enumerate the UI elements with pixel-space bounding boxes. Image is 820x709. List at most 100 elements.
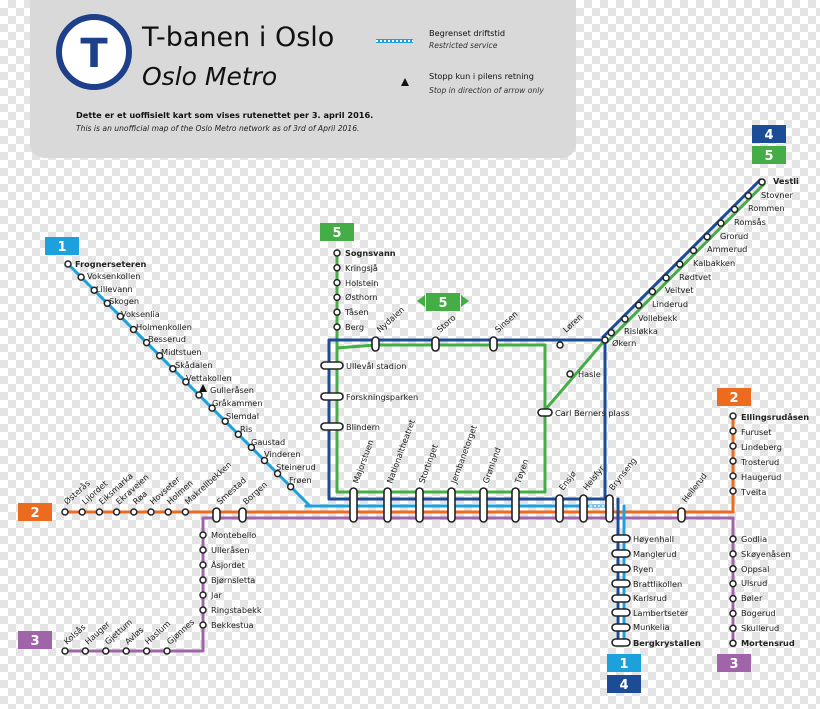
station-dot-avloes[interactable] xyxy=(122,647,130,655)
station-carl-berner[interactable] xyxy=(537,408,553,417)
station-dot-oppsal[interactable] xyxy=(729,565,737,573)
station-toyen[interactable] xyxy=(511,487,520,523)
station-brynseng[interactable] xyxy=(605,494,614,523)
station-dot-hasle[interactable] xyxy=(566,370,574,378)
station-ulleval[interactable] xyxy=(320,361,344,370)
station-dot-tveita[interactable] xyxy=(729,487,737,495)
station-dot-loren[interactable] xyxy=(556,341,564,349)
station-gronland[interactable] xyxy=(479,487,488,523)
station-dot-ringstabekk[interactable] xyxy=(199,606,207,614)
station-borgen[interactable] xyxy=(238,507,247,523)
station-dot-bekkestua[interactable] xyxy=(199,621,207,629)
station-dot-bjornsletta[interactable] xyxy=(199,576,207,584)
station-hoyenhall[interactable] xyxy=(611,534,631,543)
station-dot-haugerud[interactable] xyxy=(729,472,737,480)
station-dot-risloekka[interactable] xyxy=(607,328,616,337)
station-dot-steinerud[interactable] xyxy=(273,469,282,478)
station-lambertseter[interactable] xyxy=(611,608,631,617)
station-stortinget[interactable] xyxy=(415,487,424,523)
station-dot-gjettum[interactable] xyxy=(102,647,110,655)
station-dot-vollebekk[interactable] xyxy=(621,315,629,323)
station-majorstuen[interactable] xyxy=(349,487,358,523)
station-dot-slemdal[interactable] xyxy=(221,417,229,425)
station-dot-skogen[interactable] xyxy=(103,299,112,308)
station-dot-vettakollen[interactable] xyxy=(182,378,190,386)
station-dot-holstein[interactable] xyxy=(333,278,341,287)
station-dot-bogerud[interactable] xyxy=(729,609,737,618)
station-dot-romsas[interactable] xyxy=(717,219,725,227)
station-dot-jar[interactable] xyxy=(199,591,207,599)
station-dot-boler[interactable] xyxy=(729,594,737,603)
station-manglerud[interactable] xyxy=(611,549,631,558)
station-helsfyr[interactable] xyxy=(579,494,588,523)
station-nydalen[interactable] xyxy=(371,336,380,352)
station-dot-kringsja[interactable] xyxy=(333,264,341,272)
station-dot-roa[interactable] xyxy=(130,508,138,516)
station-dot-ellingsrudasen[interactable] xyxy=(729,412,737,420)
station-dot-furuset[interactable] xyxy=(729,427,737,435)
station-dot-gjonnes[interactable] xyxy=(163,647,171,655)
station-dot-stovner[interactable] xyxy=(744,191,753,200)
station-karlsrud[interactable] xyxy=(611,594,631,603)
station-dot-vestli[interactable] xyxy=(758,178,766,186)
station-dot-okern[interactable] xyxy=(601,336,609,344)
station-dot-ostshorn[interactable] xyxy=(333,293,341,302)
station-dot-montebello[interactable] xyxy=(199,531,207,539)
station-dot-gaustad[interactable] xyxy=(247,443,256,452)
station-dot-hauger[interactable] xyxy=(81,647,90,655)
station-dot-rommen[interactable] xyxy=(730,205,739,214)
station-sinsen[interactable] xyxy=(489,336,498,352)
station-hellerud[interactable] xyxy=(677,507,686,523)
station-dot-sognsvann[interactable] xyxy=(333,249,341,257)
station-dot-skoyenasen[interactable] xyxy=(729,550,737,558)
station-dot-ulleraasen[interactable] xyxy=(199,546,207,554)
station-ensjo[interactable] xyxy=(555,494,564,523)
station-dot-gulleraasen[interactable] xyxy=(195,391,203,399)
station-dot-skullerud[interactable] xyxy=(729,624,737,633)
station-dot-ris[interactable] xyxy=(234,430,243,439)
station-dot-haslum[interactable] xyxy=(142,647,151,655)
station-dot-lindeberg[interactable] xyxy=(729,442,737,450)
station-dot-rodtvet[interactable] xyxy=(662,274,670,282)
station-dot-ostaras[interactable] xyxy=(61,508,69,516)
station-dot-trosterud[interactable] xyxy=(729,457,737,465)
station-dot-kolsas[interactable] xyxy=(61,647,69,655)
station-dot-eiksmarka[interactable] xyxy=(95,508,104,516)
station-dot-hovseter[interactable] xyxy=(147,508,155,516)
station-brattlikollen[interactable] xyxy=(611,579,631,588)
station-dot-lillevann[interactable] xyxy=(90,286,98,294)
station-dot-holmen[interactable] xyxy=(164,508,172,516)
station-blindern[interactable] xyxy=(320,422,344,431)
station-dot-kalbakken[interactable] xyxy=(676,260,684,268)
station-jernbanetorget[interactable] xyxy=(447,487,456,523)
station-dot-veitvet[interactable] xyxy=(648,287,657,296)
station-dot-grorud[interactable] xyxy=(703,233,711,241)
station-dot-holmenkollen[interactable] xyxy=(129,325,138,334)
station-nationaltheatret[interactable] xyxy=(383,487,392,523)
station-dot-mortensrud[interactable] xyxy=(729,639,737,648)
station-bergkrystallen[interactable] xyxy=(611,638,631,647)
station-dot-asjordet[interactable] xyxy=(199,561,207,569)
station-dot-skadalen[interactable] xyxy=(169,365,177,373)
station-dot-besserud[interactable] xyxy=(142,338,151,347)
station-ryen[interactable] xyxy=(611,564,631,573)
station-dot-godlia[interactable] xyxy=(729,535,737,543)
station-dot-voksenkollen[interactable] xyxy=(77,273,85,281)
station-dot-ulsrud[interactable] xyxy=(729,579,737,588)
station-dot-linderud[interactable] xyxy=(634,301,643,310)
station-dot-vinderen[interactable] xyxy=(260,456,269,465)
station-dot-tasen[interactable] xyxy=(333,308,341,316)
station-dot-makrellbekken[interactable] xyxy=(181,508,190,516)
station-dot-ekraveien[interactable] xyxy=(112,508,121,516)
station-dot-voksenlia[interactable] xyxy=(116,312,125,321)
station-smestad[interactable] xyxy=(212,507,221,523)
station-storo[interactable] xyxy=(431,336,440,352)
station-dot-ammerud[interactable] xyxy=(689,246,698,255)
station-dot-grakammen[interactable] xyxy=(208,404,216,412)
station-dot-lijordet[interactable] xyxy=(78,508,86,516)
station-forskningsparken[interactable] xyxy=(320,392,344,401)
station-dot-froen[interactable] xyxy=(286,482,295,491)
station-dot-berg[interactable] xyxy=(333,323,341,331)
station-dot-frognerseteren[interactable] xyxy=(64,260,72,268)
station-munkelia[interactable] xyxy=(611,623,631,632)
